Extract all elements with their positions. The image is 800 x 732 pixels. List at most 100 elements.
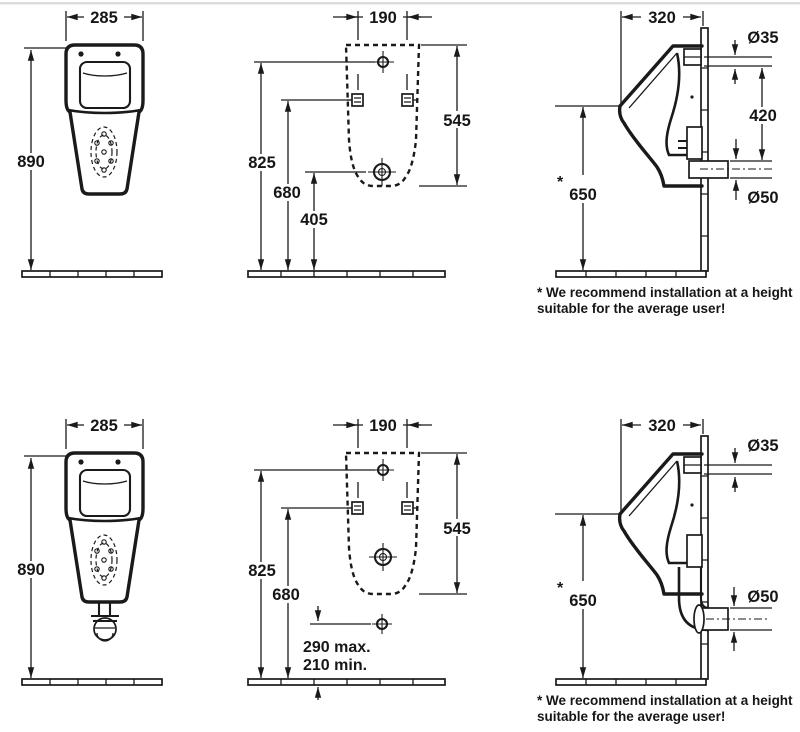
dim-label-ceramic-height: 545 — [443, 112, 471, 130]
dim-width-285-top: 285 — [65, 9, 144, 41]
dim-label-outlet-diameter: Ø50 — [747, 189, 778, 207]
floor-hatch — [247, 270, 446, 278]
exposed-trap — [91, 602, 119, 642]
fixing-bracket-right — [401, 501, 418, 515]
footnote-line1: * We recommend installation at a height — [537, 693, 793, 708]
water-inlet-crosshair — [372, 51, 394, 73]
dim-label-outlet-height: 405 — [300, 211, 328, 229]
dim-inlet-to-outlet-420: 420 — [742, 68, 784, 160]
floor-hatch — [21, 270, 163, 278]
mounting-hole-left — [78, 459, 84, 465]
urinal-rear-outline — [344, 451, 421, 596]
dim-label-width: 285 — [90, 9, 118, 27]
fixing-bracket-right — [401, 93, 418, 107]
dim-fixing-centres-190-bottom: 190 — [333, 417, 432, 498]
dim-width-285-bottom: 285 — [65, 417, 144, 449]
dim-label-install-height: 650 — [569, 186, 597, 204]
rim-inner-line — [628, 460, 678, 517]
footnote-marker: * — [557, 174, 564, 191]
dim-ceramic-height-545-bottom: 545 — [419, 452, 478, 595]
footnote-line2: suitable for the average user! — [537, 709, 725, 724]
dim-label-outlet-diameter: Ø50 — [747, 588, 778, 606]
dim-label-fixing-centres: 190 — [369, 9, 397, 27]
dim-label-depth: 320 — [648, 417, 676, 435]
view-front-bottom: 285 890 — [12, 417, 163, 686]
bowl-inner-line — [665, 52, 690, 157]
bowl-inner-line — [665, 460, 690, 565]
drain-grid — [90, 534, 118, 586]
exposed-trap-side — [677, 567, 770, 634]
dim-inlet-diameter-top: Ø35 — [731, 29, 779, 84]
footnote-bottom: * We recommend installation at a height … — [537, 693, 793, 724]
view-back-bottom: 190 545 825 680 290 max. 210 min. — [241, 417, 478, 700]
sheet-top-border — [0, 2, 800, 5]
bowl-opening — [78, 60, 132, 110]
mounting-hole-left — [78, 51, 84, 57]
dim-label-outlet-max: 290 max. — [303, 639, 371, 656]
bowl-opening — [78, 468, 132, 518]
rim-separation-line — [67, 108, 142, 115]
dim-fixing-centres-190-top: 190 — [333, 9, 432, 90]
dim-height-890-top: 890 — [12, 47, 66, 270]
urinal-side-outline — [617, 452, 704, 596]
wall-outlet-crosshair — [372, 614, 392, 634]
dim-inlet-diameter-bottom: Ø35 — [731, 437, 779, 492]
dim-label-inlet-diameter: Ø35 — [747, 29, 778, 47]
inlet-pipe-lines — [704, 56, 772, 67]
dim-label-fixing-height: 680 — [272, 586, 300, 604]
dim-depth-320-top: 320 — [620, 9, 704, 103]
dim-outlet-range-bottom: 290 max. 210 min. — [303, 606, 371, 700]
dim-depth-320-bottom: 320 — [620, 417, 704, 511]
rim-inner-line — [628, 52, 678, 109]
drain-grid — [90, 126, 118, 178]
bowl-drain-crosshair — [369, 543, 397, 571]
mounting-hole-right — [115, 459, 121, 465]
inlet-pipe-lines — [704, 464, 772, 475]
floor-hatch — [555, 678, 707, 686]
dim-inlet-height-825-bottom: 825 — [241, 469, 375, 678]
footnote-top: * We recommend installation at a height … — [537, 285, 793, 316]
dim-install-height-650-bottom: * 650 — [555, 513, 622, 678]
urinal-side-outline — [617, 44, 704, 188]
view-back-top: 190 545 825 680 405 — [241, 9, 478, 278]
dim-label-inlet-diameter: Ø35 — [747, 437, 778, 455]
urinal-rear-outline — [344, 43, 421, 188]
wall-ref-dot — [690, 503, 694, 507]
floor-hatch — [21, 678, 163, 686]
dim-outlet-diameter-bottom: Ø50 — [730, 587, 779, 651]
dim-label-ceramic-height: 545 — [443, 520, 471, 538]
dim-label-height: 890 — [17, 153, 45, 171]
dim-inlet-height-825-top: 825 — [241, 61, 375, 270]
dim-label-outlet-min: 210 min. — [303, 657, 367, 674]
dim-fixing-height-680-top: 680 — [266, 99, 351, 270]
dim-install-height-650-top: * 650 — [555, 105, 622, 270]
rim-separation-line — [67, 516, 142, 523]
footnote-line2: suitable for the average user! — [537, 301, 725, 316]
dim-outlet-diameter-top: Ø50 — [730, 139, 779, 207]
dim-label-width: 285 — [90, 417, 118, 435]
bowl-shelf-line — [82, 480, 128, 485]
floor-hatch — [247, 678, 446, 686]
dim-fixing-height-680-bottom: 680 — [264, 507, 351, 678]
footnote-line1: * We recommend installation at a height — [537, 285, 793, 300]
floor-hatch — [555, 270, 707, 278]
wall-ref-dot — [690, 95, 694, 99]
dim-height-890-bottom: 890 — [12, 455, 66, 678]
footnote-marker: * — [557, 580, 564, 597]
dim-label-depth: 320 — [648, 9, 676, 27]
dim-label-height: 890 — [17, 561, 45, 579]
view-side-bottom: 320 Ø35 Ø50 * 650 * We recommend install… — [537, 417, 793, 724]
urinal-front-outline — [64, 451, 145, 604]
outlet-connector — [686, 126, 703, 160]
bowl-shelf-line — [82, 72, 128, 77]
dim-label-install-height: 650 — [569, 592, 597, 610]
dim-label-inlet-height: 825 — [248, 562, 276, 580]
water-inlet-crosshair — [372, 459, 394, 481]
dim-label-fixing-height: 680 — [273, 184, 301, 202]
mounting-hole-right — [115, 51, 121, 57]
view-side-top: 320 Ø35 420 Ø50 * 650 * We recommend ins… — [537, 9, 793, 316]
outlet-connector — [686, 534, 703, 568]
dim-outlet-height-405-top: 405 — [293, 171, 366, 270]
